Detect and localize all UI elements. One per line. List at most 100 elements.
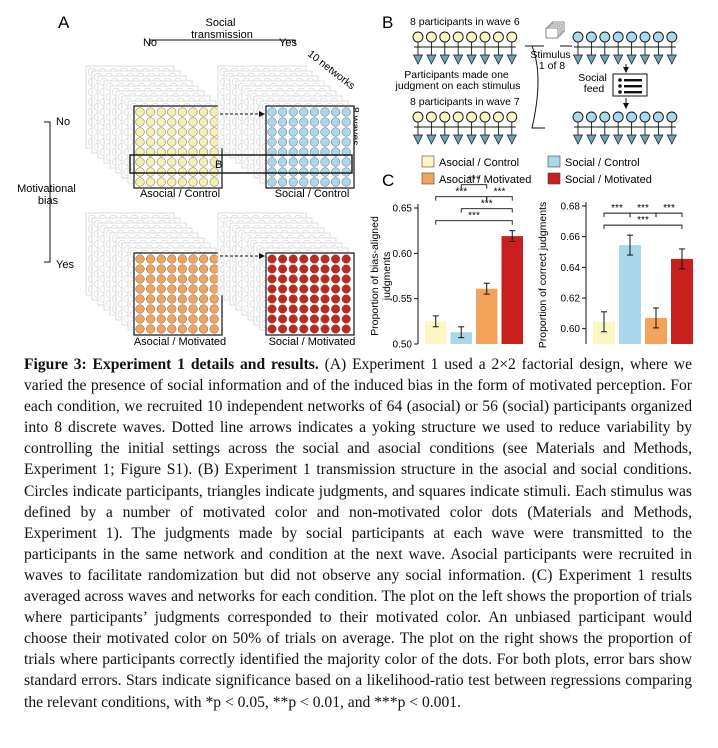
- participant-dot: [288, 274, 298, 284]
- participant-dot: [167, 304, 177, 314]
- participant-dot: [320, 324, 330, 334]
- participant-dot: [135, 324, 145, 334]
- participant-dot: [288, 147, 298, 157]
- y-axis-label: Proportion of bias-aligned: [369, 216, 381, 336]
- grid-asocial-motivated: [85, 212, 223, 336]
- participant-dot: [331, 157, 341, 167]
- participant-dot: [188, 127, 198, 137]
- judgment-triangle: [666, 134, 677, 145]
- judgment-triangle: [599, 54, 610, 65]
- participant-dot: [209, 177, 219, 187]
- participant-dot: [146, 137, 156, 147]
- participant-dot: [146, 294, 156, 304]
- participant-dot: [199, 264, 209, 274]
- participant-dot: [278, 117, 288, 127]
- participant-dot: [188, 117, 198, 127]
- participant-dot: [156, 324, 166, 334]
- participant-dot: [199, 137, 209, 147]
- participant-dot: [177, 254, 187, 264]
- judgment-triangle: [613, 134, 624, 145]
- social-header-bracket: [149, 39, 296, 44]
- judgment-triangle: [453, 54, 464, 65]
- caption-title: Figure 3: Experiment 1 details and resul…: [24, 356, 319, 373]
- participant-dot: [341, 147, 351, 157]
- significance-bracket: [460, 208, 513, 213]
- participant-dot: [288, 284, 298, 294]
- participant-dot: [299, 117, 309, 127]
- participant-circle: [572, 111, 584, 123]
- participant-dot: [299, 127, 309, 137]
- social-transmission-header: Social transmission: [191, 17, 253, 41]
- judgment-triangle: [439, 134, 450, 145]
- participant-dot: [199, 147, 209, 157]
- participant-dot: [167, 324, 177, 334]
- participant-dot: [341, 304, 351, 314]
- judgment-triangle: [653, 134, 664, 145]
- participant-dot: [341, 324, 351, 334]
- participant-dot: [146, 107, 156, 117]
- participant-dot: [209, 314, 219, 324]
- participant-dot: [177, 304, 187, 314]
- participant-dot: [199, 314, 209, 324]
- participant-dot: [288, 127, 298, 137]
- panel-b: B 8 participants in wave 6 Participants …: [382, 13, 678, 145]
- participant-circle: [599, 111, 611, 123]
- judgment-triangle: [439, 54, 450, 65]
- significance-label: ***: [611, 203, 623, 214]
- participant-dot: [331, 264, 341, 274]
- participant-dot: [135, 167, 145, 177]
- participant-dot: [267, 167, 277, 177]
- front-grid: [133, 252, 223, 336]
- participant-circle: [612, 111, 624, 123]
- participant-dot: [199, 157, 209, 167]
- participant-dot: [146, 167, 156, 177]
- participant-dot: [309, 177, 319, 187]
- participant-dot: [135, 147, 145, 157]
- y-tick-label: 0.66: [561, 232, 581, 243]
- participant-dot: [320, 117, 330, 127]
- participant-dot: [278, 304, 288, 314]
- participant-dot: [299, 147, 309, 157]
- judgment-triangle: [639, 54, 651, 65]
- participant-circle: [626, 31, 638, 43]
- participant-dot: [156, 294, 166, 304]
- participant-circle: [585, 111, 597, 123]
- participant-circle: [439, 31, 451, 43]
- judgment-triangle: [426, 134, 437, 145]
- participant-dot: [299, 254, 309, 264]
- front-grid: [133, 105, 223, 189]
- participant-dot: [167, 274, 177, 284]
- judgment-triangle: [572, 134, 584, 145]
- judgment-triangle: [453, 134, 464, 145]
- participant-dot: [288, 294, 298, 304]
- grid-asocial-control: [85, 65, 223, 189]
- participant-dot: [135, 274, 145, 284]
- legend-label: Social / Motivated: [565, 174, 652, 186]
- participant-dot: [331, 167, 341, 177]
- participant-circle: [425, 111, 437, 123]
- participant-dot: [167, 147, 177, 157]
- participant-dot: [331, 324, 341, 334]
- participant-dot: [267, 157, 277, 167]
- participant-dot: [320, 137, 330, 147]
- participant-dot: [278, 127, 288, 137]
- participant-circle: [466, 31, 478, 43]
- judgment-note: Participants made one judgment on each s…: [395, 69, 521, 92]
- participant-dot: [299, 107, 309, 117]
- participant-dot: [209, 304, 219, 314]
- participant-dot: [146, 147, 156, 157]
- participant-dot: [146, 324, 156, 334]
- participant-dot: [299, 264, 309, 274]
- participant-dot: [188, 274, 198, 284]
- participant-dot: [199, 274, 209, 284]
- participant-dot: [177, 127, 187, 137]
- participant-dot: [135, 304, 145, 314]
- judgment-triangle: [666, 54, 677, 65]
- participant-circle: [425, 31, 437, 43]
- panel-a: A Social transmission No Yes 10 networks…: [17, 13, 361, 348]
- bar: [501, 236, 523, 344]
- participant-dot: [320, 264, 330, 274]
